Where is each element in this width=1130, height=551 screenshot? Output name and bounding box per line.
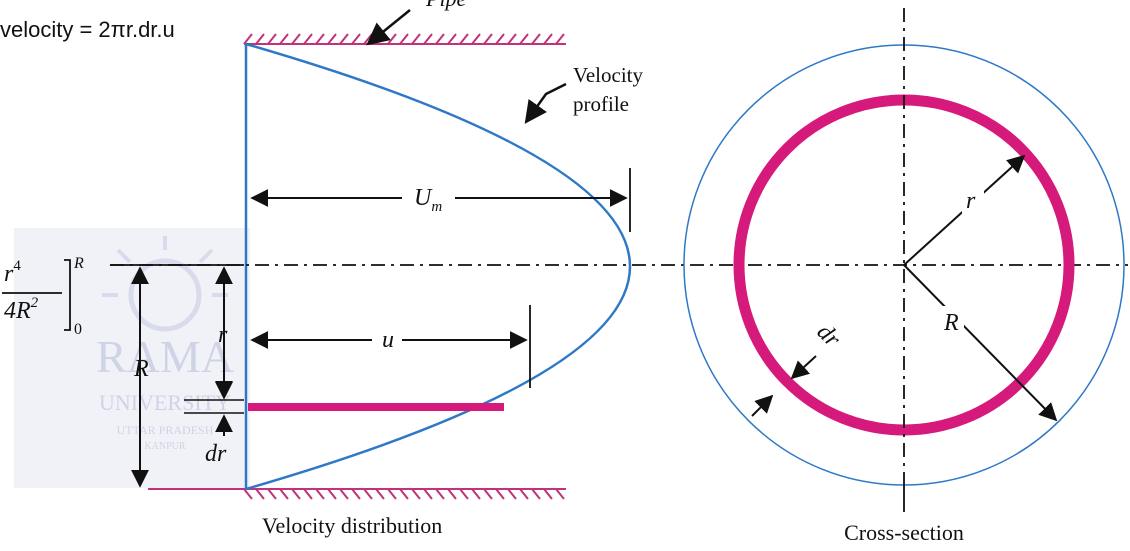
hatch-stroke <box>435 33 445 45</box>
hatch-stroke <box>351 33 361 45</box>
velocity-formula: velocity = 2πr.dr.u <box>0 17 175 42</box>
watermark-name: RAMA <box>96 331 234 382</box>
r-cross-label: r <box>966 188 976 214</box>
hatch-stroke <box>459 33 469 45</box>
hatch-stroke <box>411 33 421 45</box>
hatch-stroke <box>555 33 565 45</box>
hatch-stroke <box>315 33 325 45</box>
hatch-stroke <box>291 488 301 500</box>
velocity-profile-curve <box>245 42 631 491</box>
hatch-stroke <box>351 488 361 500</box>
integral-lower-limit: 0 <box>74 321 82 338</box>
hatch-stroke <box>255 488 265 500</box>
hatch-stroke <box>339 33 349 45</box>
hatch-stroke <box>243 488 253 500</box>
integral-numerator: r4 <box>4 258 21 287</box>
hatch-stroke <box>243 33 253 45</box>
hatch-stroke <box>399 488 409 500</box>
hatch-stroke <box>291 33 301 45</box>
cross-section-caption: Cross-section <box>844 520 964 545</box>
dr-left-label: dr <box>205 441 227 467</box>
integral-denominator: 4R2 <box>4 295 39 324</box>
integral-bracket <box>64 259 71 331</box>
pipe-wall-bottom <box>148 488 566 500</box>
um-label: Um <box>414 185 442 215</box>
hatch-stroke <box>387 488 397 500</box>
dr-cross-arrow-outer <box>790 355 817 380</box>
hatch-stroke <box>411 488 421 500</box>
hatch-stroke <box>543 488 553 500</box>
u-label: u <box>382 327 394 353</box>
hatch-stroke <box>531 488 541 500</box>
hatch-stroke <box>303 33 313 45</box>
hatch-stroke <box>507 488 517 500</box>
hatch-stroke <box>327 33 337 45</box>
hatch-stroke <box>519 33 529 45</box>
hatch-stroke <box>471 488 481 500</box>
hatch-stroke <box>315 488 325 500</box>
integral-expression: r4 4R2 R 0 <box>2 255 84 338</box>
hatch-stroke <box>303 488 313 500</box>
dr-cross-arrow-inner <box>751 394 774 417</box>
watermark-line3: UTTAR PRADESH <box>117 423 214 437</box>
hatch-stroke <box>279 33 289 45</box>
hatch-stroke <box>447 488 457 500</box>
hatch-stroke <box>423 488 433 500</box>
pipe-pointer-arrow <box>366 9 411 46</box>
watermark-line2: UNIVERSITY <box>99 390 231 415</box>
hatch-stroke <box>495 488 505 500</box>
hatch-stroke <box>399 33 409 45</box>
hatch-stroke <box>279 488 289 500</box>
hatch-stroke <box>387 33 397 45</box>
hatch-stroke <box>483 33 493 45</box>
velocity-profile-pointer-arrow <box>524 82 567 124</box>
watermark-rays <box>102 236 228 297</box>
velocity-distribution-caption: Velocity distribution <box>262 513 442 538</box>
hatch-stroke <box>531 33 541 45</box>
integral-upper-limit: R <box>73 255 84 272</box>
hatch-stroke <box>375 488 385 500</box>
hatch-stroke <box>447 33 457 45</box>
hatch-stroke <box>555 488 565 500</box>
velocity-profile-label-line2: profile <box>573 92 629 116</box>
r-left-label: r <box>218 322 228 348</box>
pipe-label: Pipe <box>425 0 467 11</box>
hatch-stroke <box>459 488 469 500</box>
hatch-stroke <box>423 33 433 45</box>
watermark-line4: KANPUR <box>144 441 185 452</box>
hatch-stroke <box>339 488 349 500</box>
hatch-stroke <box>483 488 493 500</box>
hatch-stroke <box>471 33 481 45</box>
pipe-wall-top <box>243 33 566 45</box>
hatch-stroke <box>363 488 373 500</box>
hatch-stroke <box>327 488 337 500</box>
R-left-label: R <box>133 356 149 382</box>
R-radius-arrow <box>903 264 1058 422</box>
velocity-profile-label-line1: Velocity <box>573 63 643 87</box>
hatch-stroke <box>255 33 265 45</box>
R-cross-label: R <box>943 310 959 336</box>
hatch-stroke <box>267 488 277 500</box>
hatch-stroke <box>267 33 277 45</box>
hatch-stroke <box>495 33 505 45</box>
hatch-stroke <box>543 33 553 45</box>
dr-cross-label: dr <box>812 319 846 353</box>
hatch-stroke <box>435 488 445 500</box>
hatch-stroke <box>507 33 517 45</box>
hatch-stroke <box>519 488 529 500</box>
